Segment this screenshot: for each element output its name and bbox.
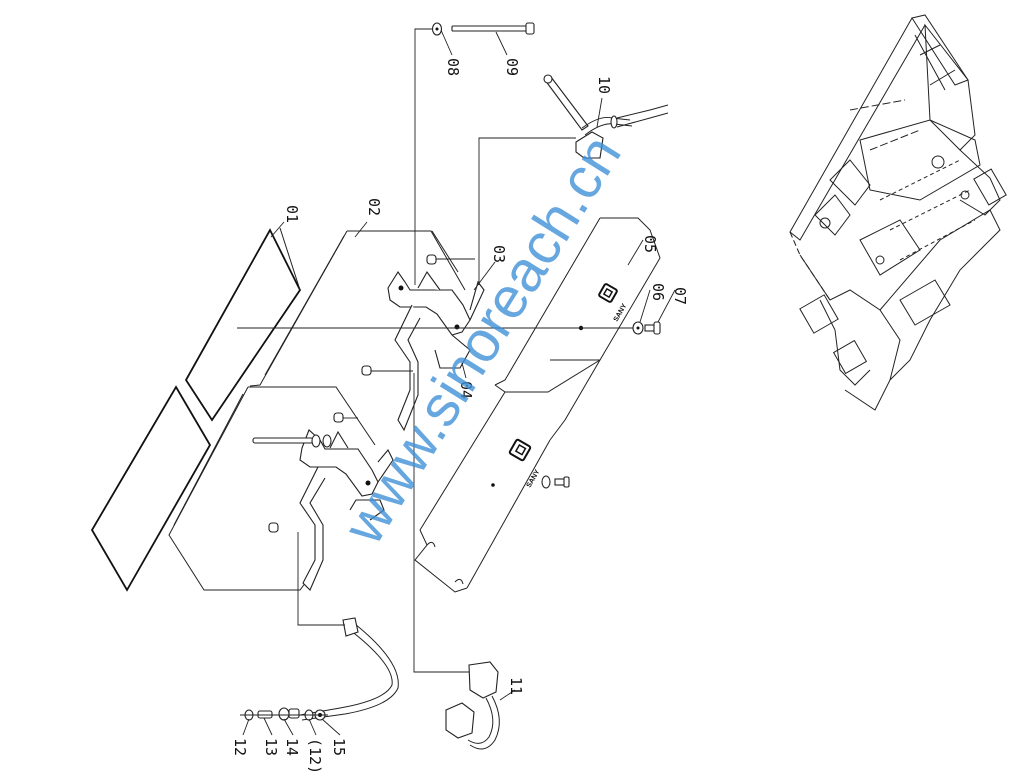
label-02: 02: [365, 198, 383, 216]
clip-icon: [361, 365, 413, 376]
part-14-adapter: [278, 707, 300, 721]
label-01: 01: [283, 205, 301, 223]
part-02-cover-plate: [168, 230, 466, 591]
part-08-washer: [431, 22, 443, 36]
label-04: 04: [457, 381, 475, 399]
part-03-bracket-upper: [387, 270, 485, 336]
part-11-cable-connector: [445, 661, 500, 750]
brand-logo-icon: [508, 438, 532, 462]
label-12b: (12): [306, 738, 324, 774]
label-07: 07: [671, 287, 689, 305]
label-11: 11: [507, 677, 525, 695]
label-14: 14: [283, 738, 301, 756]
part-01-plate-upper: [184, 227, 302, 422]
label-13: 13: [262, 738, 280, 756]
hose-assembly: [299, 617, 399, 721]
label-15: 15: [330, 738, 348, 756]
leader-hose: [297, 532, 345, 626]
clip-icon: [426, 254, 475, 265]
machine-frame-overview: [789, 14, 1007, 411]
label-09: 09: [503, 58, 521, 76]
label-12: 12: [231, 738, 249, 756]
leader-10-to-bracket: [478, 137, 576, 285]
clip-icon: [333, 412, 358, 423]
clip-fasteners: [268, 254, 475, 533]
clip-icon: [268, 522, 279, 533]
watermark: www.sinoreach.cn: [330, 124, 633, 556]
rod-fitting: [252, 434, 332, 448]
label-03: 03: [490, 245, 508, 263]
part-labels: 01 02 03 04 05 06 07 08 09 10 11 12 13 1…: [231, 58, 689, 774]
part-03-bracket-lower: [299, 429, 394, 521]
leader-lines: [242, 29, 676, 736]
brand-text: SANY: [613, 302, 629, 323]
part-13-fitting: [257, 710, 273, 719]
part-05-long-cover: SANY SANY: [414, 217, 661, 593]
part-04-bracket-lower: [299, 466, 326, 591]
leader-08-to-bracket: [414, 28, 432, 285]
part-07-bolt: [644, 321, 661, 335]
part-01-plate-lower: [90, 385, 212, 592]
brand-logo-icon: [598, 283, 618, 303]
leader-11: [413, 373, 469, 673]
label-06: 06: [649, 283, 667, 301]
label-05: 05: [641, 235, 659, 253]
part-10-handle: [543, 74, 669, 159]
part-06-washer: [632, 321, 644, 335]
label-10: 10: [595, 76, 613, 94]
label-08: 08: [444, 58, 462, 76]
part-09-long-bolt: [451, 22, 535, 35]
